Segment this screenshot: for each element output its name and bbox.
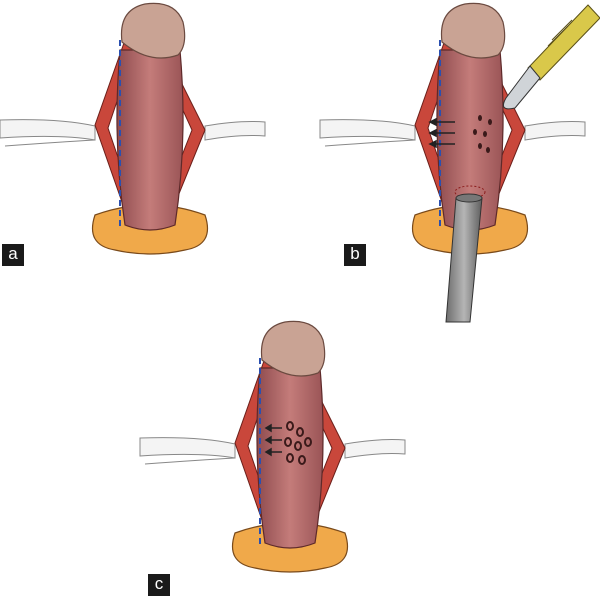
panel-a-drawing bbox=[0, 2, 266, 255]
panel-label-c: c bbox=[148, 574, 170, 596]
panel-label-b: b bbox=[344, 244, 366, 266]
panel-b-drawing bbox=[319, 2, 600, 323]
scalpel-icon bbox=[503, 4, 600, 110]
arrows-icon bbox=[428, 117, 455, 149]
puncture-dots bbox=[284, 421, 312, 465]
panel-label-a: a bbox=[2, 244, 24, 266]
panel-c-drawing bbox=[139, 320, 406, 573]
arrows-icon bbox=[264, 423, 282, 457]
puncture-dots bbox=[473, 115, 492, 153]
